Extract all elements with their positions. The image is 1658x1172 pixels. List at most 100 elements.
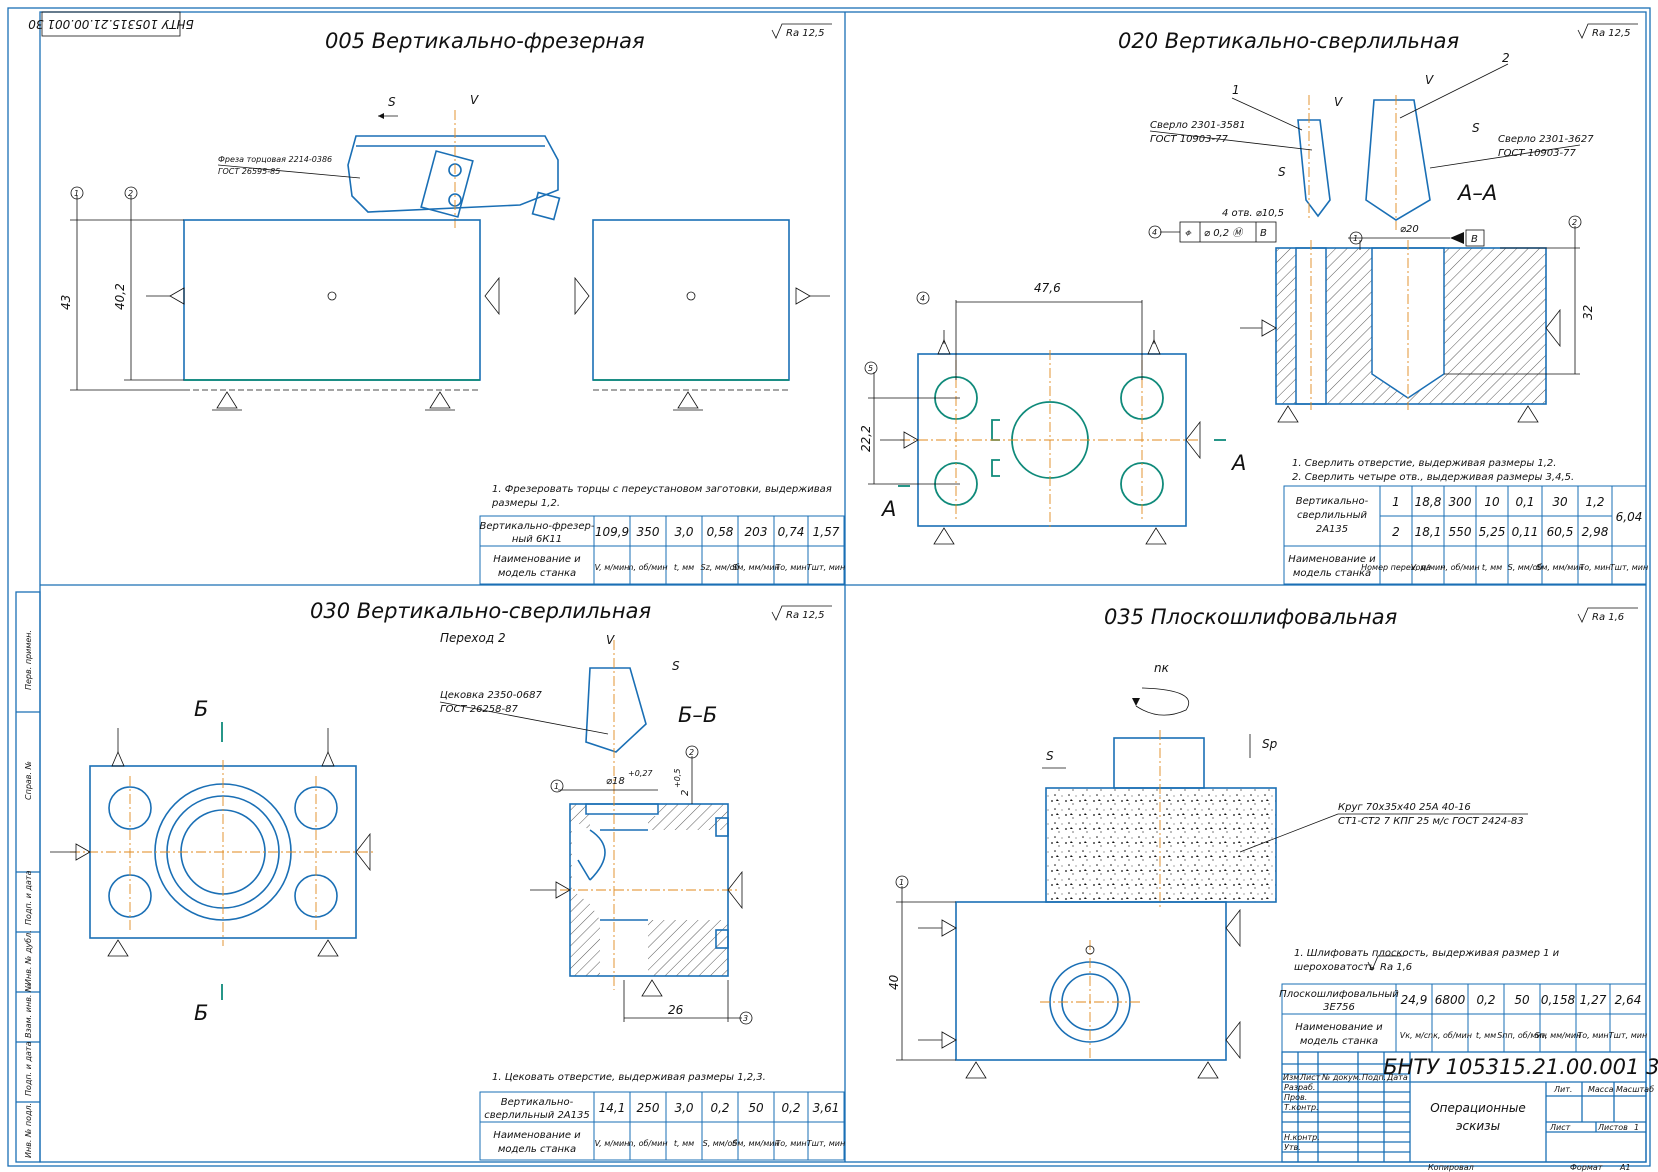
svg-text:1. Шлифовать плоскость, выдерж: 1. Шлифовать плоскость, выдерживая разме… bbox=[1294, 948, 1560, 959]
svg-text:Изм.: Изм. bbox=[1283, 1073, 1302, 1082]
svg-text:S: S bbox=[1046, 749, 1054, 763]
svg-text:005 Вертикально-фрезерная: 005 Вертикально-фрезерная bbox=[325, 29, 645, 53]
svg-text:Tшт, мин: Tшт, мин bbox=[807, 1139, 845, 1148]
svg-text:Сверло 2301-3581: Сверло 2301-3581 bbox=[1150, 120, 1246, 131]
svg-text:1: 1 bbox=[899, 878, 904, 887]
side-strip: Перв. примен. Справ. № Подп. и дата Инв.… bbox=[15, 591, 41, 1163]
svg-text:n, об/мин: n, об/мин bbox=[1440, 563, 1479, 572]
svg-text:S: S bbox=[388, 95, 396, 109]
svg-text:Операционные: Операционные bbox=[1430, 1101, 1526, 1115]
svg-text:1. Цековать отверстие, выдержи: 1. Цековать отверстие, выдерживая размер… bbox=[492, 1072, 766, 1083]
svg-text:Sм, мм/мин: Sм, мм/мин bbox=[732, 1139, 779, 1148]
svg-text:Ra 1,6: Ra 1,6 bbox=[1380, 962, 1412, 973]
svg-text:n, об/мин: n, об/мин bbox=[628, 563, 667, 572]
svg-text:V: V bbox=[470, 93, 479, 107]
svg-text:035 Плоскошлифовальная: 035 Плоскошлифовальная bbox=[1104, 605, 1397, 629]
svg-text:1,2: 1,2 bbox=[1585, 495, 1604, 509]
svg-text:Копировал: Копировал bbox=[1428, 1163, 1474, 1172]
svg-text:60,5: 60,5 bbox=[1547, 525, 1574, 539]
inner-frame bbox=[39, 11, 1647, 1163]
svg-text:t, мм: t, мм bbox=[1476, 1031, 1496, 1040]
svg-text:50: 50 bbox=[1514, 993, 1530, 1007]
svg-text:2: 2 bbox=[680, 790, 691, 796]
svg-text:30: 30 bbox=[1552, 495, 1568, 509]
svg-text:S: S bbox=[1278, 165, 1286, 179]
svg-text:6,04: 6,04 bbox=[1616, 510, 1643, 524]
svg-text:t, мм: t, мм bbox=[674, 563, 694, 572]
svg-text:3: 3 bbox=[743, 1014, 748, 1023]
title-block: БНТУ 105315.21.00.001 30 Операционные эс… bbox=[1281, 1051, 1658, 1172]
roughness-mark-q3: Ra 12,5 bbox=[771, 605, 832, 621]
svg-text:2: 2 bbox=[1502, 51, 1510, 65]
svg-text:1: 1 bbox=[1353, 234, 1358, 243]
svg-text:Лист: Лист bbox=[1299, 1073, 1321, 1082]
svg-text:А: А bbox=[1230, 451, 1246, 475]
svg-text:2: 2 bbox=[128, 189, 133, 198]
svg-text:Наименование и: Наименование и bbox=[493, 1130, 581, 1141]
drill-1 bbox=[1297, 119, 1331, 218]
svg-text:50: 50 bbox=[748, 1101, 764, 1115]
svg-text:18,1: 18,1 bbox=[1415, 525, 1442, 539]
svg-text:2,64: 2,64 bbox=[1615, 993, 1642, 1007]
svg-text:Наименование и: Наименование и bbox=[1295, 1022, 1383, 1033]
svg-text:1: 1 bbox=[1392, 495, 1400, 509]
svg-text:Tо, мин: Tо, мин bbox=[1577, 1031, 1608, 1040]
svg-text:030 Вертикально-сверлильная: 030 Вертикально-сверлильная bbox=[310, 599, 651, 623]
svg-text:Переход 2: Переход 2 bbox=[440, 631, 506, 645]
svg-text:А–А: А–А bbox=[1456, 181, 1497, 205]
svg-text:модель станка: модель станка bbox=[498, 568, 576, 579]
mode-table-q4: Плоскошлифовальный 3Е756 24,9 6800 0,2 5… bbox=[1279, 983, 1647, 1053]
svg-text:6800: 6800 bbox=[1435, 993, 1466, 1007]
svg-text:Листов: Листов bbox=[1597, 1123, 1628, 1132]
svg-text:550: 550 bbox=[1449, 525, 1472, 539]
svg-text:Лит.: Лит. bbox=[1553, 1085, 1572, 1094]
svg-text:5,25: 5,25 bbox=[1479, 525, 1506, 539]
op-020-drilling: 020 Вертикально-сверлильная Ra 12,5 Свер… bbox=[859, 23, 1648, 585]
svg-text:БНТУ 105315.21.00.001 30: БНТУ 105315.21.00.001 30 bbox=[1383, 1055, 1658, 1079]
svg-text:Фреза торцовая 2214-0386: Фреза торцовая 2214-0386 bbox=[218, 155, 332, 164]
svg-text:109,9: 109,9 bbox=[595, 525, 629, 539]
svg-text:24,9: 24,9 bbox=[1401, 993, 1428, 1007]
svg-text:S: S bbox=[1472, 121, 1480, 135]
svg-text:14,1: 14,1 bbox=[599, 1101, 626, 1115]
op-030-counterbore: 030 Вертикально-сверлильная Переход 2 Ra… bbox=[50, 599, 845, 1161]
op-035-grinding: 035 Плоскошлифовальная Ra 1,6 nк Sр S Кр… bbox=[887, 605, 1647, 1079]
drill-2 bbox=[1365, 99, 1431, 221]
svg-text:Справ. №: Справ. № bbox=[24, 761, 33, 800]
svg-text:шероховатость: шероховатость bbox=[1294, 962, 1375, 973]
svg-text:18,8: 18,8 bbox=[1415, 495, 1442, 509]
svg-text:Лист: Лист bbox=[1549, 1123, 1571, 1132]
svg-text:0,2: 0,2 bbox=[781, 1101, 800, 1115]
svg-text:0,2: 0,2 bbox=[1476, 993, 1495, 1007]
svg-text:+0,5: +0,5 bbox=[673, 769, 682, 788]
svg-text:Н.контр.: Н.контр. bbox=[1284, 1133, 1320, 1142]
roughness-mark-q4: Ra 1,6 bbox=[1577, 607, 1638, 623]
svg-text:1: 1 bbox=[1232, 83, 1240, 97]
mode-table-q2: Вертикально- сверлильный 2А135 1 18,8 30… bbox=[1283, 485, 1648, 585]
svg-text:43: 43 bbox=[59, 295, 73, 310]
svg-text:2: 2 bbox=[1392, 525, 1400, 539]
rotated-stamp: БНТУ 105315.21.00.001 30 bbox=[28, 11, 194, 37]
outer-frame bbox=[7, 7, 1651, 1167]
svg-text:2: 2 bbox=[1572, 218, 1577, 227]
svg-text:Б–Б: Б–Б bbox=[678, 703, 717, 727]
svg-text:Sм, мм/мин: Sм, мм/мин bbox=[732, 563, 779, 572]
svg-text:22,2: 22,2 bbox=[859, 425, 873, 452]
svg-text:0,74: 0,74 bbox=[778, 525, 805, 539]
svg-text:Инв. № дубл.: Инв. № дубл. bbox=[24, 930, 33, 985]
svg-text:2,98: 2,98 bbox=[1582, 525, 1609, 539]
svg-text:t, мм: t, мм bbox=[674, 1139, 694, 1148]
svg-text:Ra 12,5: Ra 12,5 bbox=[1592, 28, 1631, 39]
svg-text:3,0: 3,0 bbox=[674, 525, 693, 539]
svg-text:Вертикально-: Вертикально- bbox=[501, 1097, 574, 1108]
svg-text:2А135: 2А135 bbox=[1316, 524, 1348, 535]
svg-text:⌀18: ⌀18 bbox=[606, 776, 625, 787]
svg-text:А1: А1 bbox=[1619, 1163, 1631, 1172]
svg-text:47,6: 47,6 bbox=[1034, 281, 1061, 295]
svg-text:S, мм/об: S, мм/об bbox=[703, 1139, 738, 1148]
svg-text:Sп, мм/мин: Sп, мм/мин bbox=[1535, 1031, 1582, 1040]
svg-text:3Е756: 3Е756 bbox=[1323, 1002, 1355, 1013]
workpiece-q4 bbox=[955, 901, 1227, 1061]
svg-text:Sм, мм/мин: Sм, мм/мин bbox=[1536, 563, 1583, 572]
